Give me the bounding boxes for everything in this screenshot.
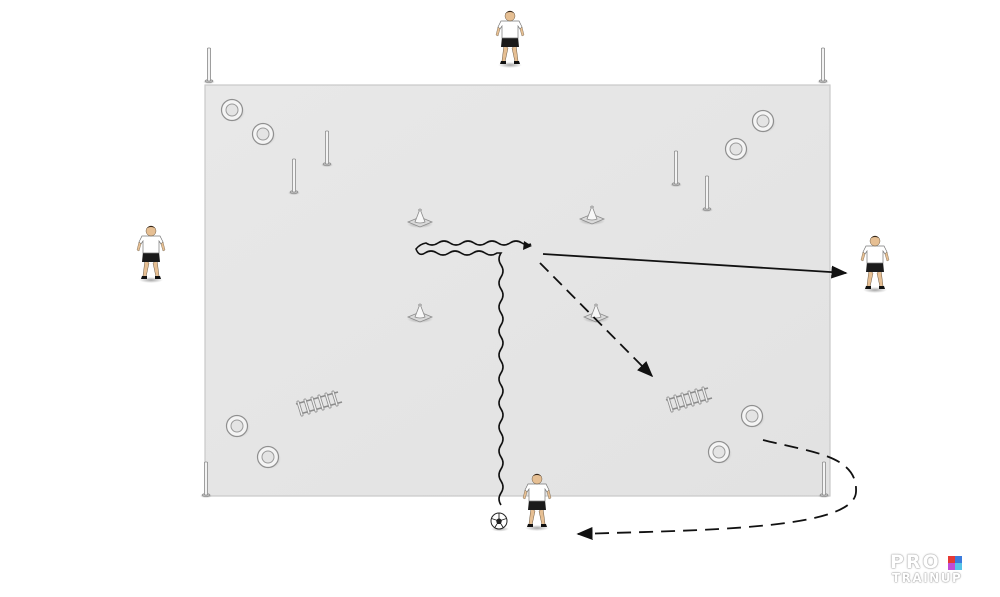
logo-mark-icon [948, 556, 962, 570]
logo-text-pro: PRO [890, 551, 941, 573]
logo-mark-square [955, 556, 962, 563]
ball-icon [490, 512, 509, 532]
pass-path [539, 262, 654, 378]
dribble-path [415, 240, 532, 506]
player-icon [860, 235, 890, 294]
logo-mark-square [955, 563, 962, 570]
dribble-end-arrow [523, 241, 532, 250]
pass-arrow [542, 253, 848, 279]
logo-text-trainup: TRAINUP [892, 571, 963, 585]
protrainup-logo: PRO TRAINUP [890, 553, 982, 589]
player-icon [495, 10, 525, 69]
logo-mark-square [948, 556, 955, 563]
pole-icon [202, 47, 216, 85]
player-icon [136, 225, 166, 284]
run-path [576, 439, 857, 540]
pole-icon [816, 47, 830, 85]
logo-mark-square [948, 563, 955, 570]
